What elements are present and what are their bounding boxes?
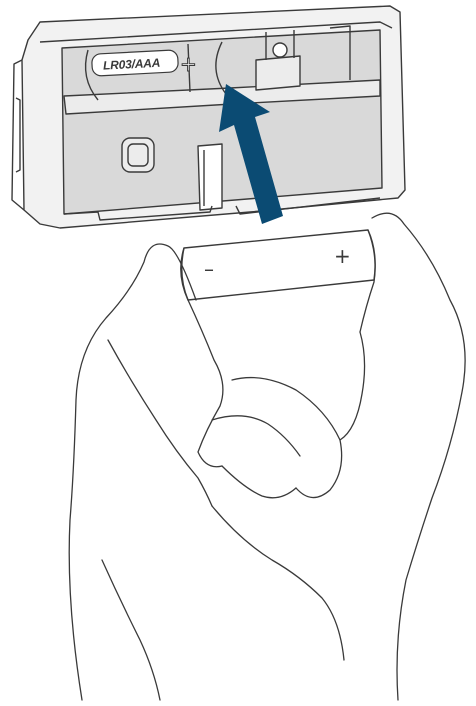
hand-palm-crease bbox=[232, 378, 342, 498]
aaa-battery: – + bbox=[181, 230, 375, 300]
compartment-latch bbox=[198, 144, 222, 210]
compartment-label-text: LR03/AAA bbox=[103, 56, 161, 73]
hand-finger-outer bbox=[372, 213, 465, 700]
hand-thumb-base bbox=[108, 340, 212, 506]
hand-palm-lower bbox=[212, 506, 344, 660]
hand-index-edge bbox=[340, 332, 365, 440]
device-housing bbox=[12, 6, 405, 228]
hand-knuckle-1 bbox=[188, 300, 223, 467]
hand-knuckle-2 bbox=[222, 466, 296, 498]
battery-plus-sign: + bbox=[334, 244, 351, 268]
compartment-button bbox=[122, 138, 154, 172]
compartment-label-tag: LR03/AAA + bbox=[91, 50, 196, 76]
hand-thumb bbox=[69, 244, 196, 700]
compartment-plus-sign: + bbox=[180, 52, 197, 76]
spring-contact bbox=[256, 56, 300, 90]
hand-wrist-crease bbox=[102, 560, 160, 700]
spring-contact-screw bbox=[273, 43, 287, 57]
battery-minus-sign: – bbox=[204, 257, 214, 281]
hand-fold bbox=[212, 416, 300, 456]
